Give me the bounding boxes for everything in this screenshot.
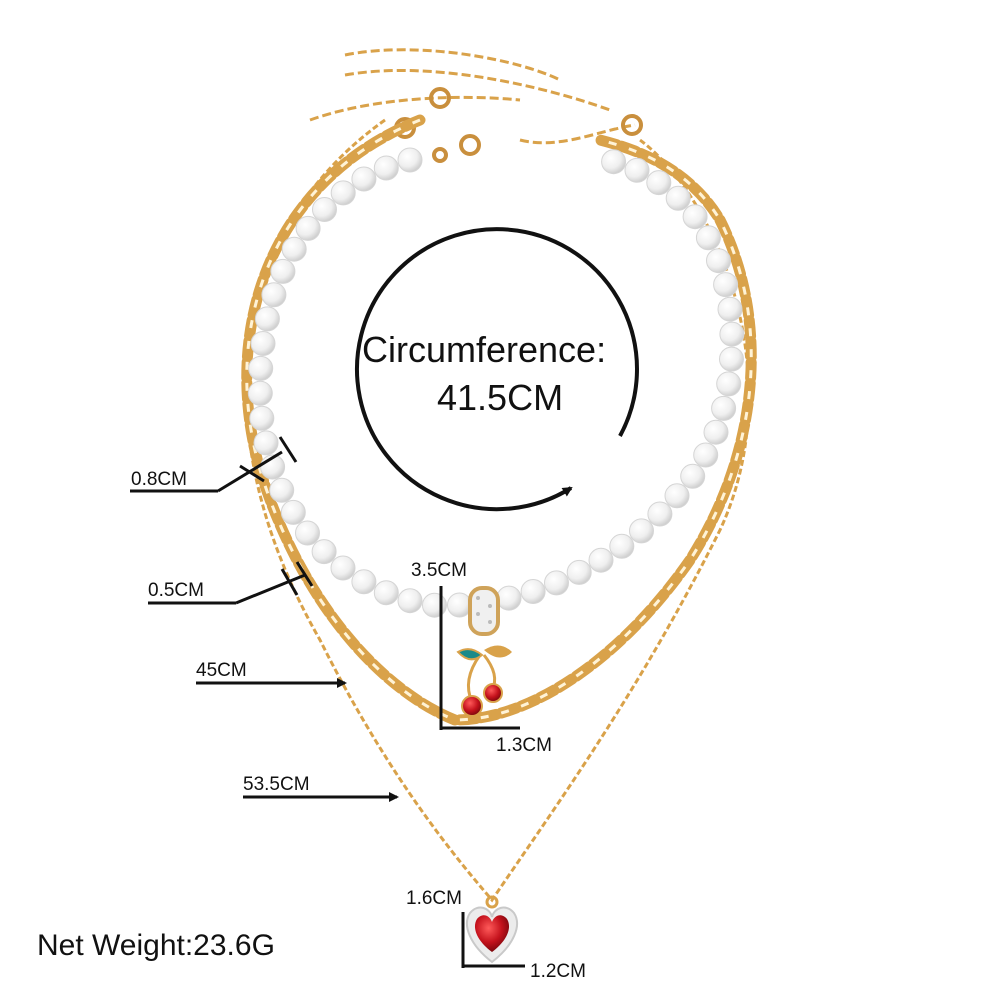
heart-size-marker: [461, 912, 525, 968]
pearl: [717, 296, 743, 322]
heart-pendant-icon: [465, 895, 519, 964]
pearl: [664, 483, 690, 509]
pearl: [624, 157, 650, 183]
pendant-chain-length-label: 53.5CM: [243, 774, 310, 795]
extender-chains: [309, 48, 636, 145]
pearl: [703, 419, 729, 445]
pearl: [647, 501, 673, 527]
pearl-width-marker: [130, 436, 298, 493]
pearl: [693, 442, 719, 468]
pearl: [544, 570, 569, 596]
pearl: [254, 306, 280, 332]
chain-width-marker: [148, 561, 314, 605]
pearl: [249, 405, 275, 431]
chain-width-label: 0.5CM: [148, 580, 204, 601]
pearl: [261, 282, 287, 308]
pearl: [447, 592, 472, 618]
pearl: [397, 588, 423, 614]
heart-width-label: 1.2CM: [530, 961, 586, 982]
pearl: [295, 215, 321, 241]
pearl: [373, 580, 399, 606]
pearl: [680, 463, 706, 489]
net-weight-label: Net Weight:23.6G: [37, 929, 275, 962]
cherry-height-label: 3.5CM: [411, 560, 467, 581]
pearl: [588, 547, 614, 573]
pearl: [295, 520, 320, 546]
pearl-width-label: 0.8CM: [131, 469, 187, 490]
pearl: [719, 346, 744, 372]
pearl: [601, 149, 627, 175]
circumference-label: Circumference:: [362, 329, 607, 370]
pearl: [351, 166, 377, 192]
pearl: [281, 236, 307, 262]
curb-chain: [241, 114, 757, 726]
pearl: [351, 569, 377, 595]
pearl: [269, 477, 295, 503]
pearl: [496, 585, 522, 611]
pearl: [609, 533, 635, 559]
pearl: [682, 204, 708, 230]
chain-length-label: 45CM: [196, 660, 247, 681]
pearl: [646, 170, 672, 196]
pearl: [248, 355, 274, 381]
pearl: [422, 592, 447, 618]
pearl: [250, 331, 276, 356]
clasp-icons: [394, 87, 643, 163]
pearl: [520, 579, 546, 604]
pearl: [695, 225, 721, 251]
pearl: [665, 185, 691, 211]
pearl: [397, 147, 423, 173]
pearl: [713, 272, 739, 298]
cherry-width-label: 1.3CM: [496, 735, 552, 756]
pearl: [629, 518, 654, 544]
pearl: [716, 371, 742, 397]
pearl: [247, 380, 273, 406]
pearl: [330, 555, 356, 581]
cherry-pendant-icon: [456, 586, 512, 717]
pearl: [253, 430, 279, 456]
pearl: [711, 395, 737, 421]
pearl: [330, 180, 356, 206]
pearl: [270, 258, 296, 284]
pearl-strand: [247, 147, 745, 618]
heart-height-label: 1.6CM: [406, 888, 462, 909]
pearl: [373, 155, 399, 181]
pearl: [706, 248, 731, 274]
pearl: [566, 559, 592, 585]
pearl: [719, 321, 745, 347]
circumference-arrow-icon: [355, 227, 639, 512]
pearl: [312, 197, 337, 222]
pearl: [280, 499, 306, 525]
pearl: [311, 539, 337, 565]
cherry-size-marker: [439, 586, 520, 730]
circumference-value: 41.5CM: [437, 377, 564, 418]
